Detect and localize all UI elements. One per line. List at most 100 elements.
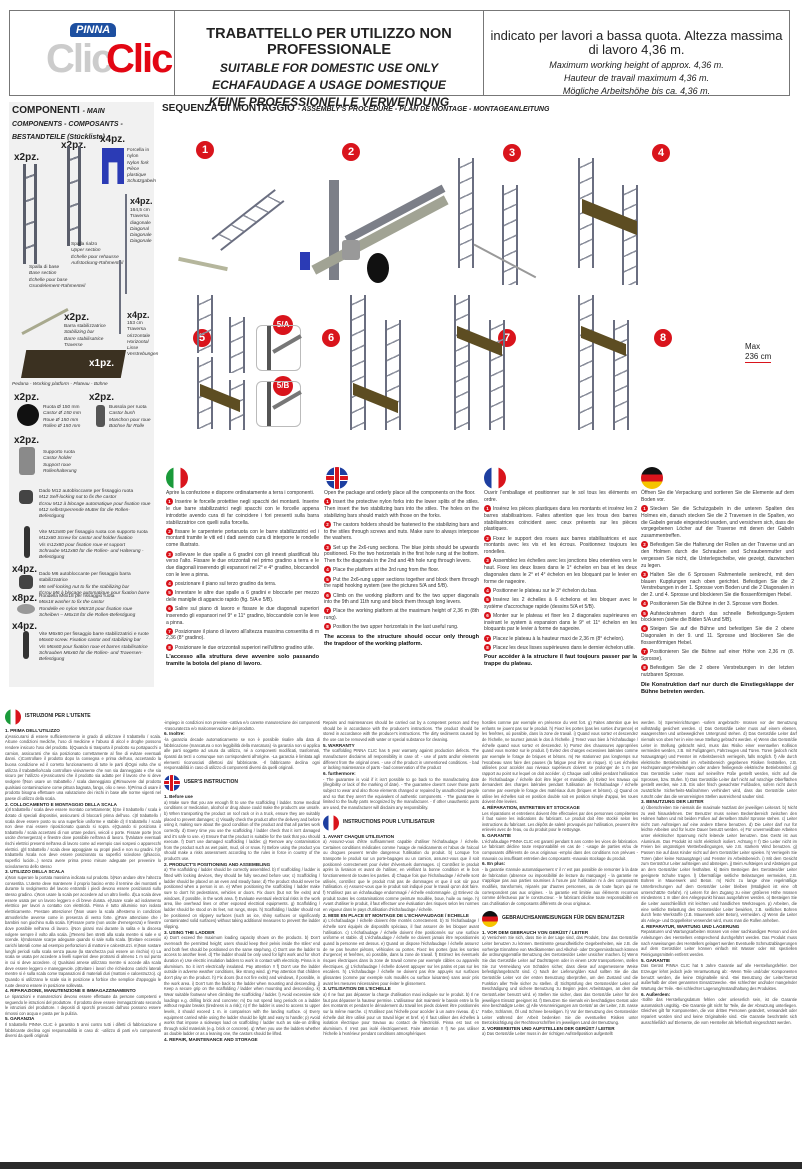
components-panel: COMPONENTI - MAIN COMPONENTS - COMPOSANT… xyxy=(9,102,159,615)
step7-ladder-left xyxy=(454,295,470,430)
qty-diagonal: x4pz. xyxy=(130,196,153,206)
flag-uk-icon xyxy=(326,467,348,489)
step-badge-1: 1 xyxy=(196,141,214,159)
step7-ladder-right xyxy=(489,320,505,430)
qty-washer: x8pz. xyxy=(12,593,38,604)
stabilizing-bar-image xyxy=(21,307,69,336)
flag-france-icon xyxy=(484,467,506,489)
title-it: TRABATTELLO PER UTILIZZO NON PROFESSIONA… xyxy=(206,26,452,58)
step5-upper-left xyxy=(197,295,213,353)
qty-castor: x2pz. xyxy=(14,392,40,403)
title-de: KEINE PROFESSIONELLE VERWENDUNG xyxy=(208,95,450,109)
detail-5a-box xyxy=(256,325,302,371)
assembly-text-de: Öffnen Sie die Verpackung und sortieren … xyxy=(641,490,794,695)
m12-screw-label: Vite M12x80 per fissaggio ruota con supp… xyxy=(39,530,148,561)
step2-end-cap xyxy=(300,252,310,270)
user-instructions-col-1: ISTRUZIONI PER L'UTENTE 1. PRIMA DELL'UT… xyxy=(5,705,161,1039)
step-badge-8: 8 xyxy=(654,329,672,347)
platform-label: Pedana - Working platform - Plateau - Bü… xyxy=(12,382,108,387)
user-instructions-col-2: -impiego in condizioni non previste -cat… xyxy=(164,720,320,1043)
logo-word-red: Clic xyxy=(106,37,173,81)
height-de: Mögliche Arbeitshöhe bis ca. 4,36 m. xyxy=(562,86,711,96)
horizontal-image xyxy=(119,260,121,334)
qty-m6-screw: x4pz. xyxy=(12,621,38,632)
logo-pinna-badge: PINNA xyxy=(70,23,117,37)
step8-ladder-left xyxy=(578,295,594,430)
step3-ladder-left xyxy=(458,158,474,268)
qty-base-section: x2pz. xyxy=(14,152,40,163)
qty-platform: x1pz. xyxy=(89,358,115,369)
step2-beam-upper xyxy=(344,184,446,244)
base-section-image xyxy=(23,164,37,264)
m12-screw-image xyxy=(24,526,30,558)
step-badge-6: 6 xyxy=(322,329,340,347)
step2-castor-holder xyxy=(342,240,360,260)
assembly-text-it: Aprire la confezione e disporre ordinata… xyxy=(166,490,319,668)
platform-image xyxy=(21,350,126,378)
sequence-title: SEQUENZA DI MONTAGGIO - ASSEMBLY'S PROCE… xyxy=(162,103,550,114)
components-panel-continued: x8pz. Rondella M6x18 per fissaggio ruota… xyxy=(9,593,154,687)
castor-bush-image xyxy=(96,405,105,427)
step-badge-3: 3 xyxy=(503,144,521,162)
step3-ladder-right xyxy=(502,185,518,285)
m6-screw-label: Vite M6x60 per fissaggio barre stabilizz… xyxy=(39,632,149,663)
height-fr: Hauteur de travail maximum 4,36 m. xyxy=(563,73,710,83)
m6-screw-image xyxy=(23,631,29,659)
flag-germany-icon xyxy=(482,910,498,927)
height-it: indicato per lavori a bassa quota. Altez… xyxy=(490,28,783,57)
m12-nut-image xyxy=(19,490,33,504)
qty-stabilizing-bar: x2pz. xyxy=(64,312,90,323)
flag-germany-icon xyxy=(641,467,663,489)
qty-castor-holder: x2pz. xyxy=(14,435,40,446)
qty-horizontal: x4pz. xyxy=(127,310,150,320)
height-en: Maximum working height of approx. 4,36 m… xyxy=(549,60,724,70)
nylon-fork-image xyxy=(102,148,124,184)
qty-nylon-fork: x4pz. xyxy=(100,134,126,145)
castor-wheel-image xyxy=(17,404,39,426)
qty-castor-bush: x2pz. xyxy=(89,392,115,403)
product-title: TRABATTELLO PER UTILIZZO NON PROFESSIONA… xyxy=(175,11,484,109)
washer-image xyxy=(17,604,35,614)
m12-nut-label: Dado M12 autobloccante per fissaggio ruo… xyxy=(39,489,151,520)
step6-ladder-right xyxy=(385,320,401,430)
detail-5b-box xyxy=(256,381,302,427)
user-instructions-col-3: Repairs and maintenances should be carri… xyxy=(323,720,479,1037)
title-en: SUITABLE FOR DOMESTIC USE ONLY xyxy=(219,61,439,75)
working-height-info: indicato per lavori a bassa quota. Altez… xyxy=(484,11,789,97)
user-instructions-col-5: werden. b) Sperreinrichtungen -sofern an… xyxy=(641,720,797,1025)
flag-uk-icon xyxy=(164,774,180,791)
step6-ladder-left xyxy=(350,295,366,430)
castor-holder-image xyxy=(19,447,35,475)
qty-m6-nut: x4pz. xyxy=(12,564,38,575)
logo-word-grey: Clic xyxy=(46,37,113,81)
footer-bar xyxy=(0,1162,802,1169)
components-title: COMPONENTI - MAIN COMPONENTS - COMPOSANT… xyxy=(12,105,123,141)
qty-upper-section: x2pz. xyxy=(61,140,86,151)
flag-france-icon xyxy=(323,814,339,831)
step5-upper-right xyxy=(229,317,245,373)
title-fr: ECHAFAUDAGE A USAGE DOMESTIQUE xyxy=(212,78,446,92)
document-header: PINNA Clic Clic TRABATTELLO PER UTILIZZO… xyxy=(9,10,790,109)
step8-ladder-right xyxy=(613,320,629,430)
diagonal-image xyxy=(125,194,127,294)
brand-logo: PINNA Clic Clic xyxy=(10,11,175,95)
flag-italy-icon xyxy=(166,467,188,489)
step2-upright xyxy=(329,180,339,280)
step1-stabilizing-bar xyxy=(178,256,228,272)
m6-nut-image xyxy=(19,575,33,589)
user-instructions-col-4: hostiles comme par exemple en présence d… xyxy=(482,720,638,1037)
assembly-text-en: Open the package and orderly place all t… xyxy=(324,490,479,647)
upper-section-image xyxy=(67,146,81,246)
step-badge-4: 4 xyxy=(652,144,670,162)
flag-italy-icon xyxy=(5,709,21,725)
